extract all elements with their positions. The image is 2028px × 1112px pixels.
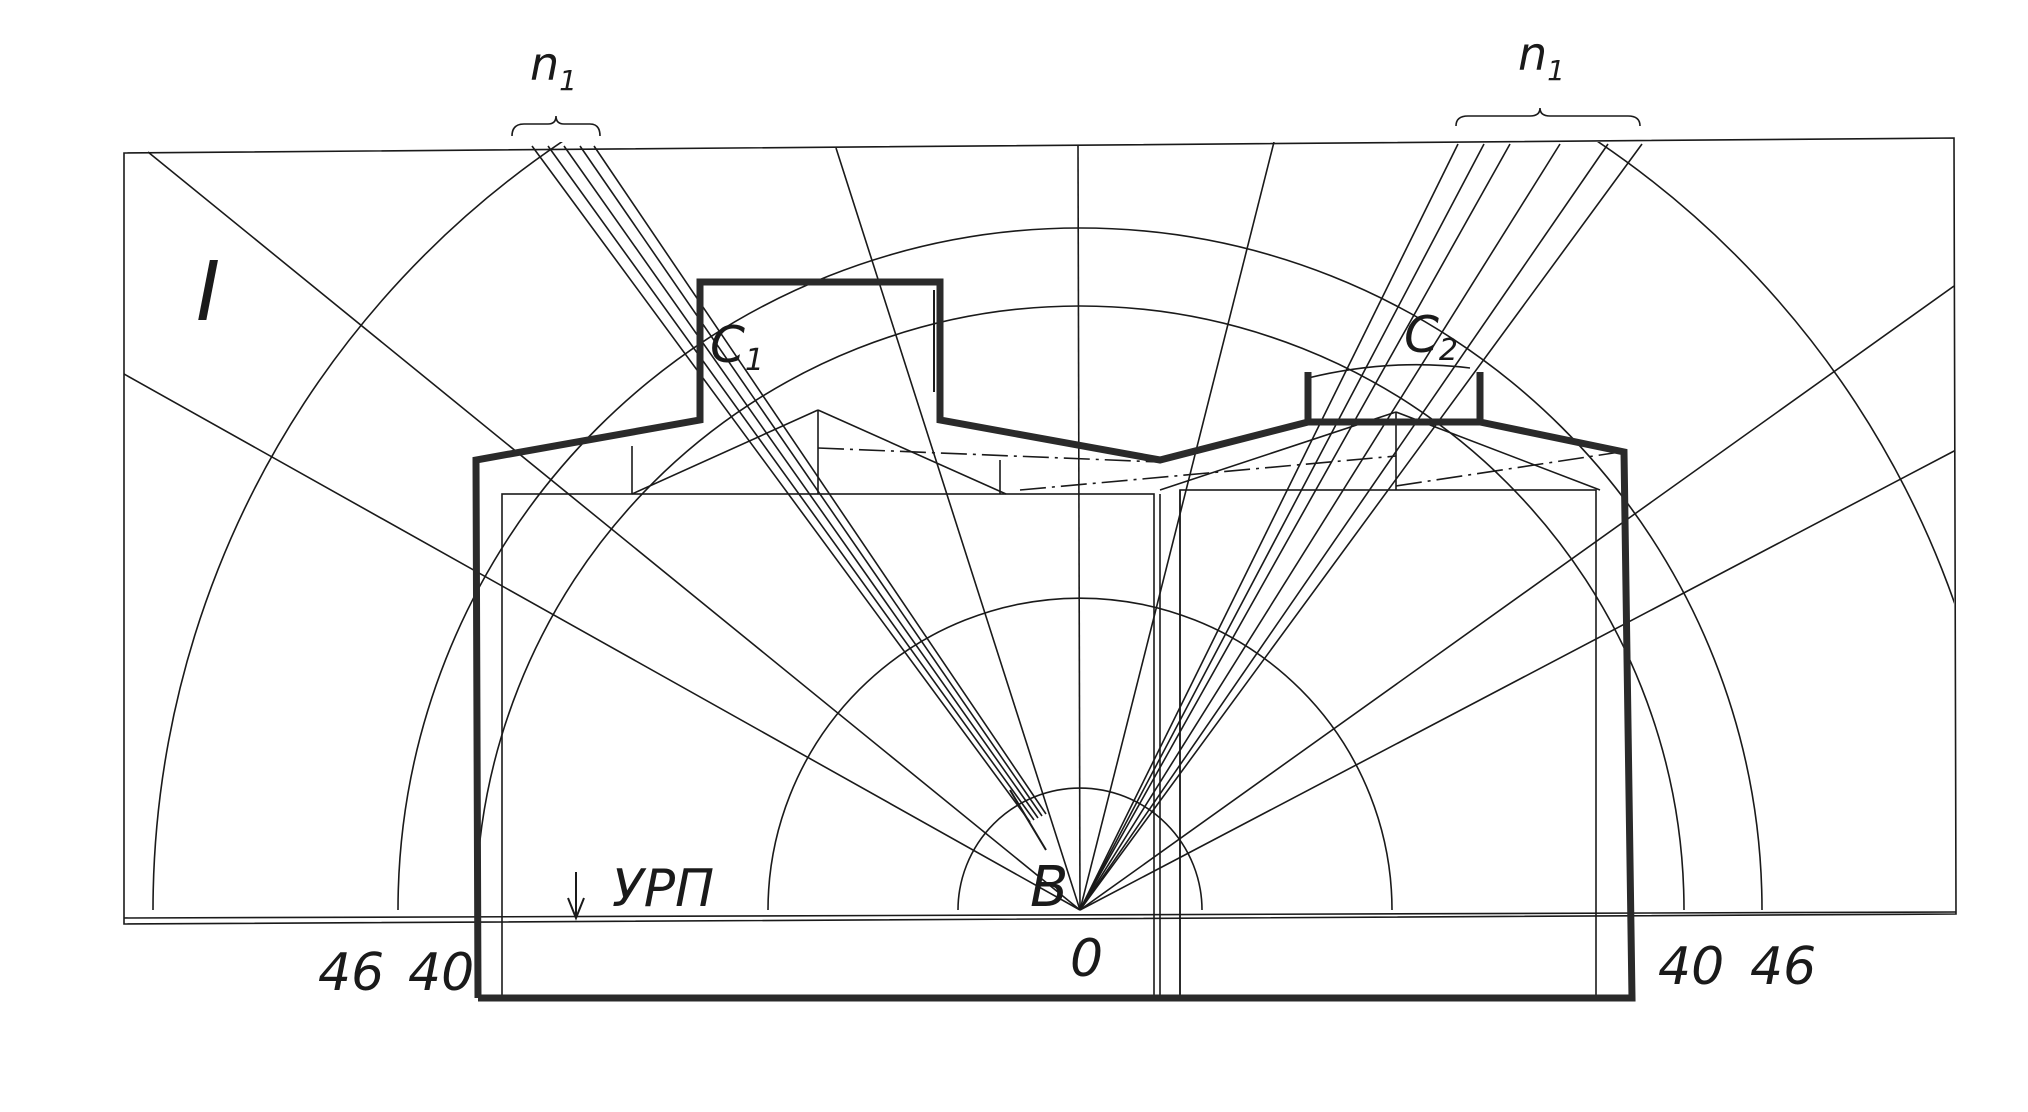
radial-line	[1079, 450, 1954, 911]
n1-label-right: n1	[1518, 27, 1565, 87]
radius-label-right-46: 46	[1750, 937, 1816, 997]
truss-chord	[817, 447, 1161, 463]
n1-label-left: n1	[530, 37, 577, 97]
point-b-label: B	[1030, 855, 1068, 920]
bundle-ray	[593, 145, 1047, 815]
arc-r5	[152, 142, 1954, 911]
radius-label-left-46: 46	[318, 943, 384, 1003]
region-label: I	[196, 245, 220, 340]
truss-chord	[1019, 455, 1397, 491]
radial-line	[1077, 145, 1081, 911]
level-label: УРП	[612, 859, 714, 919]
right-ray-bundle	[1079, 143, 1643, 911]
arc-r4	[397, 227, 1763, 911]
radius-label-left-40: 40	[408, 943, 474, 1003]
arc-r3	[475, 305, 1685, 911]
radial-line	[835, 147, 1081, 911]
drawing-frame	[123, 137, 1957, 925]
level-marker	[567, 872, 585, 921]
arc-r2	[767, 597, 1393, 911]
bundle-ray-accent	[1009, 789, 1047, 851]
bundle-ray	[1079, 143, 1459, 911]
radial-line	[1079, 142, 1275, 911]
bundle-ray	[1079, 143, 1511, 911]
bundle-ray	[1079, 143, 1643, 911]
bundle-ray	[563, 145, 1039, 819]
truss-member	[631, 409, 819, 495]
bundle-ray	[547, 145, 1035, 821]
building-outline	[472, 278, 1636, 1002]
arrow-down-icon	[567, 897, 585, 921]
radial-line	[124, 373, 1081, 911]
baseline	[123, 911, 1957, 919]
c2-label: C2	[1404, 306, 1458, 368]
radial-line	[1079, 285, 1954, 911]
bundle-ray	[579, 145, 1043, 817]
origin-label: 0	[1070, 929, 1103, 989]
bundle-ray	[531, 145, 1031, 823]
bundle-ray	[1079, 143, 1485, 911]
inner-room-right	[1179, 489, 1597, 999]
roof-trusses	[631, 363, 1621, 495]
brace-right	[1455, 107, 1641, 127]
upper-curve	[1307, 363, 1471, 379]
radius-label-right-40: 40	[1658, 937, 1724, 997]
brace-left	[511, 115, 601, 137]
radial-line	[147, 151, 1081, 911]
bundle-ray	[1079, 143, 1561, 911]
radial-lines	[124, 142, 1954, 911]
c1-label: C1	[710, 316, 764, 378]
concentric-arcs	[152, 142, 1954, 911]
truss-chord	[1395, 451, 1621, 487]
left-ray-bundle	[531, 145, 1047, 851]
bundle-ray	[1079, 143, 1609, 911]
inner-room-left	[501, 493, 1155, 999]
